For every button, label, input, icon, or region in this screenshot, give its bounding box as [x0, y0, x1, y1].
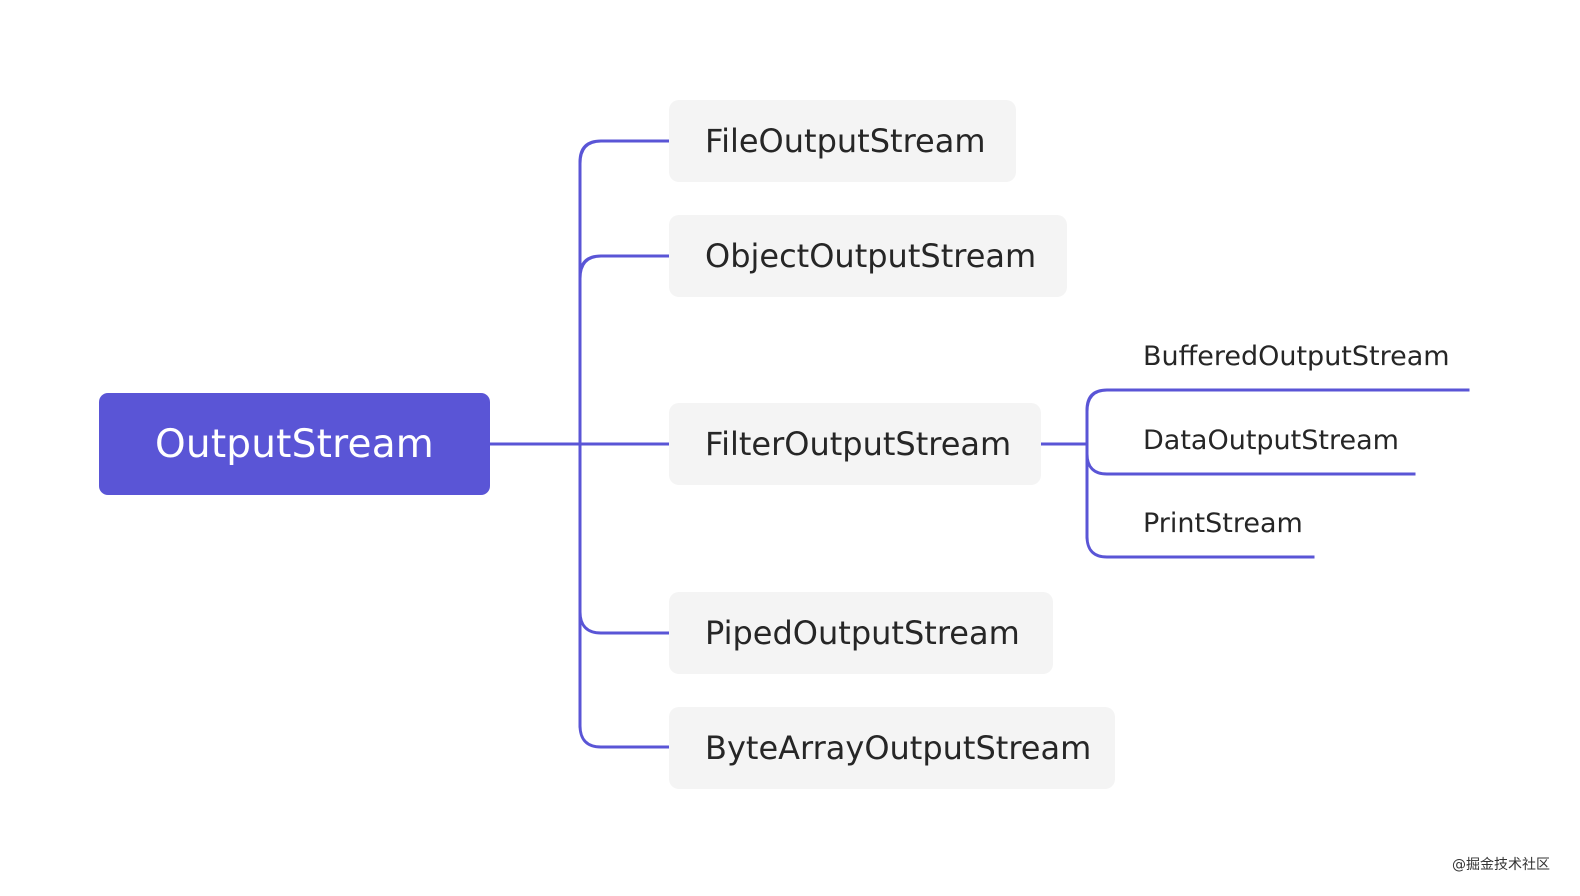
connector-object — [578, 254, 670, 279]
node-label: ByteArrayOutputStream — [705, 729, 1092, 767]
connector-print — [1085, 535, 1315, 559]
root-node-outputstream: OutputStream — [99, 393, 490, 495]
watermark-text: @掘金技术社区 — [1452, 857, 1550, 873]
node-filteroutputstream: FilterOutputStream — [669, 403, 1041, 485]
node-label: FileOutputStream — [705, 122, 986, 160]
connector-data — [1085, 452, 1416, 476]
node-objectoutputstream: ObjectOutputStream — [669, 215, 1067, 297]
connector-piped — [578, 610, 670, 635]
leaf-dataoutputstream: DataOutputStream — [1143, 425, 1399, 456]
node-label: ObjectOutputStream — [705, 237, 1037, 275]
node-fileoutputstream: FileOutputStream — [669, 100, 1016, 182]
node-label: PipedOutputStream — [705, 614, 1020, 652]
connector-buffered — [1085, 388, 1470, 412]
leaf-printstream: PrintStream — [1143, 508, 1303, 539]
leaf-bufferedoutputstream: BufferedOutputStream — [1143, 341, 1450, 372]
connector-bytearray — [578, 724, 670, 749]
connector-file — [578, 139, 670, 164]
node-pipedoutputstream: PipedOutputStream — [669, 592, 1053, 674]
node-bytearrayoutputstream: ByteArrayOutputStream — [669, 707, 1115, 789]
root-node-label: OutputStream — [155, 421, 434, 467]
node-label: FilterOutputStream — [705, 425, 1012, 463]
